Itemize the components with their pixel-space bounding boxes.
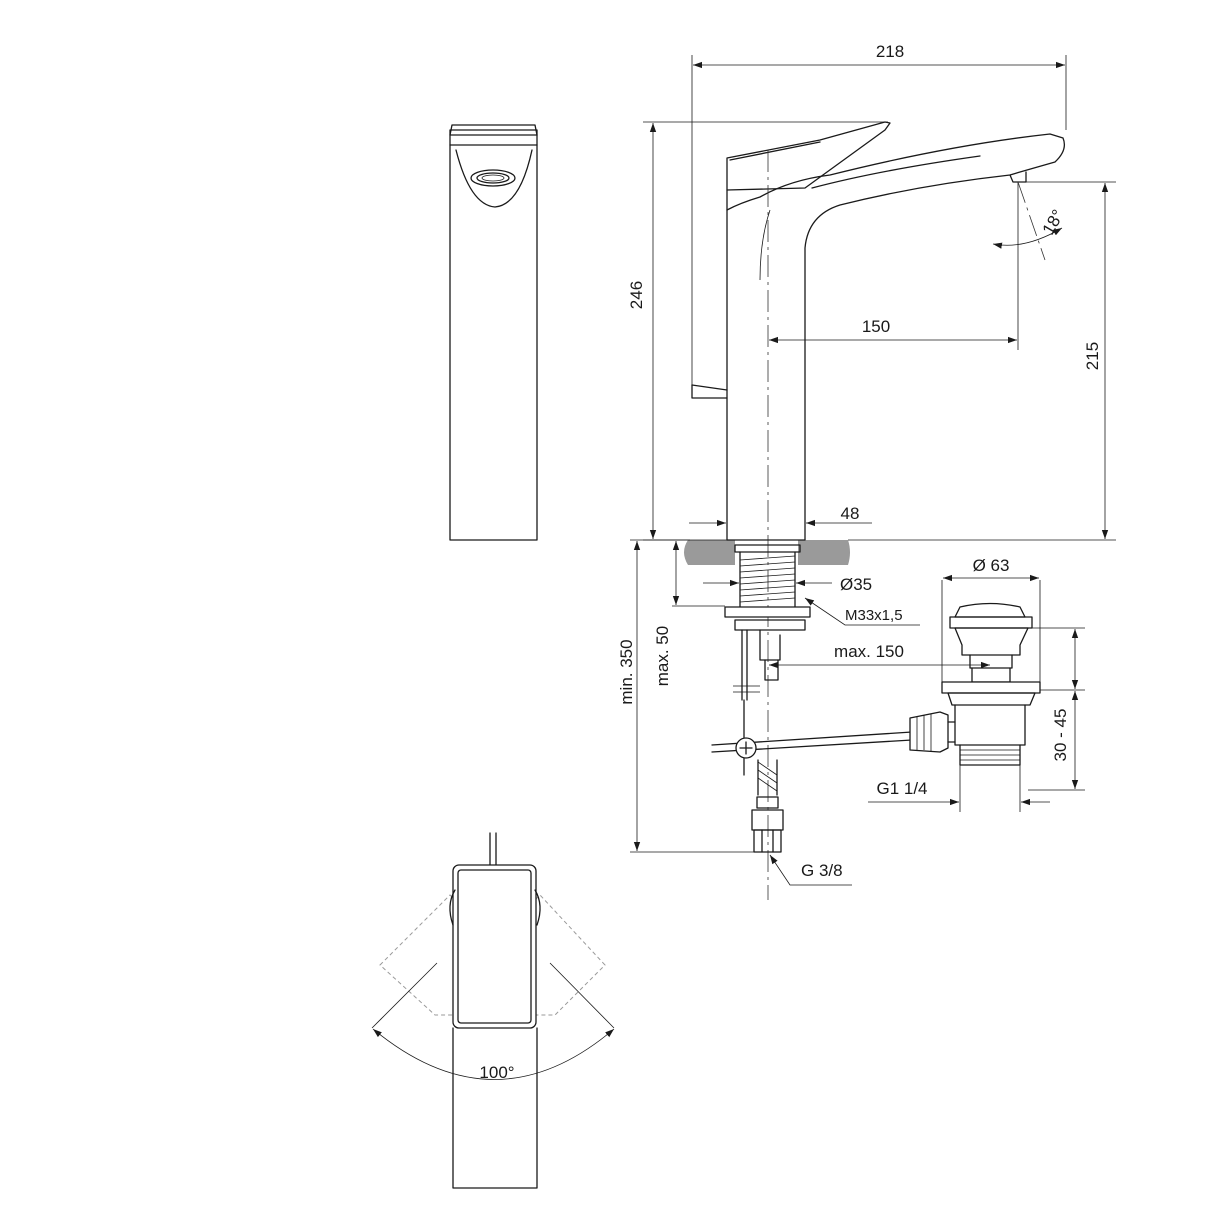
dim-supply-thread: G 3/8 bbox=[801, 861, 843, 880]
dimension-lines bbox=[630, 55, 1116, 886]
dim-thread: M33x1,5 bbox=[845, 607, 903, 624]
dim-waste-height: 30 - 45 bbox=[1051, 709, 1070, 762]
dim-shank-diameter: Ø35 bbox=[840, 575, 872, 594]
dim-waste-diameter: Ø 63 bbox=[973, 556, 1010, 575]
dim-max-rod: max. 150 bbox=[834, 642, 904, 661]
dim-base-width: 48 bbox=[841, 504, 860, 523]
faucet-side-view bbox=[684, 121, 1066, 900]
top-view: 100° bbox=[371, 832, 615, 1189]
dim-max-deck: max. 50 bbox=[653, 626, 672, 686]
dim-height-overall: 246 bbox=[627, 281, 646, 309]
dim-spout-reach: 150 bbox=[862, 317, 890, 336]
dim-width-overall: 218 bbox=[876, 42, 904, 61]
front-view bbox=[449, 124, 538, 541]
waste-assembly bbox=[909, 602, 1041, 766]
dim-spout-angle: 18° bbox=[1039, 206, 1068, 238]
shank-thread bbox=[739, 555, 796, 603]
dim-waste-thread: G1 1/4 bbox=[876, 779, 927, 798]
dim-min-length: min. 350 bbox=[617, 639, 636, 704]
lever-angle-label: 100° bbox=[479, 1063, 514, 1082]
dim-spout-height: 215 bbox=[1083, 342, 1102, 370]
